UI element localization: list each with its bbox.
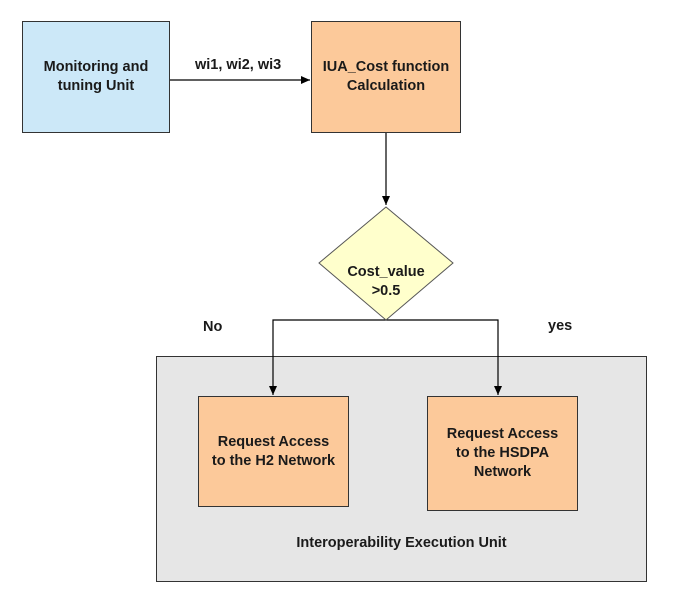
request-h2-label: Request Access to the H2 Network	[211, 433, 336, 469]
request-hsdpa-box: Request Access to the HSDPA Network	[427, 396, 578, 511]
request-h2-box: Request Access to the H2 Network	[198, 396, 349, 507]
weights-edge-label: wi1, wi2, wi3	[195, 57, 282, 73]
arrow-decision-to-hsdpa	[386, 319, 502, 395]
decision-label: Cost_value >0.5	[347, 264, 425, 299]
monitoring-tuning-unit-box: Monitoring and tuning Unit	[22, 21, 170, 133]
decision-diamond	[318, 206, 454, 321]
request-hsdpa-label: Request Access to the HSDPA Network	[446, 426, 559, 480]
yes-edge-label: yes	[548, 318, 573, 334]
arrow-decision-to-h2	[269, 319, 386, 395]
execution-unit-label: Interoperability Execution Unit	[296, 535, 507, 551]
monitoring-tuning-unit-label: Monitoring and tuning Unit	[43, 59, 149, 94]
cost-function-calculation-label: IUA_Cost function Calculation	[322, 59, 450, 94]
cost-function-calculation-box: IUA_Cost function Calculation	[311, 21, 461, 133]
no-edge-label: No	[203, 319, 223, 335]
